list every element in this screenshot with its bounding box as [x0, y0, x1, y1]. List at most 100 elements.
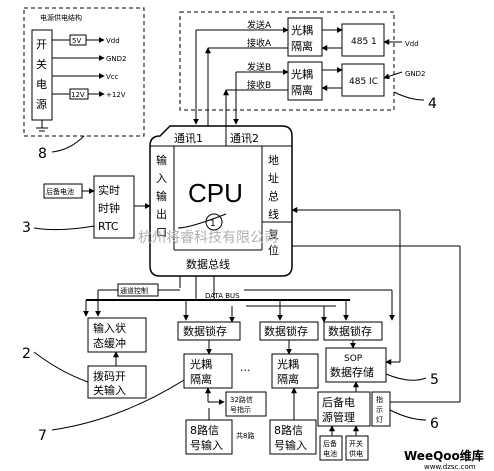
signal-input-right — [269, 419, 317, 455]
channels-32-label-2: 号指示 — [230, 405, 251, 414]
opto-isolator-b — [287, 61, 323, 101]
tx-b-label: 发送B — [247, 61, 271, 73]
cpu-io-char-2: 入 — [156, 172, 167, 185]
cpu-io-char-1: 输 — [156, 153, 167, 167]
cpu-port-1: 通讯1 — [174, 132, 203, 145]
cpu-title: CPU — [188, 178, 243, 208]
cpu-block: 通讯1 通讯2 输 入 输 出 口 地 址 总 线 复 位 CPU 1 数据总线 — [149, 125, 293, 277]
comm-dashed-frame — [179, 11, 395, 111]
opto-b-label-1: 光耦 — [291, 67, 313, 81]
channels-32-label-1: 32路信 — [230, 395, 253, 404]
cpu-addr-char-4: 线 — [268, 207, 279, 221]
input-side-group: 输入状 态缓冲 拨码开 关输入 — [87, 317, 147, 399]
rail-vcc-label: Vcc — [106, 73, 119, 81]
data-latch-1-label: 数据锁存 — [183, 324, 227, 338]
cpu-reset-char-2: 位 — [268, 243, 279, 257]
data-bus-label: DATA BUS — [205, 292, 240, 300]
data-latch-2-label: 数据锁存 — [264, 324, 308, 338]
cpu-reset-char-1: 复 — [268, 227, 279, 241]
regulator-12v-label: 12V — [71, 91, 85, 99]
switch-supply — [345, 435, 369, 461]
signal-left-label-2: 号输入 — [190, 438, 223, 452]
cpu-addr-char-1: 地 — [268, 154, 279, 167]
cpu-badge-label: 1 — [210, 219, 216, 229]
signal-right-label-2: 号输入 — [274, 438, 307, 452]
signal-right-label-1: 8路信 — [274, 424, 303, 437]
rs485-chip-2 — [341, 63, 385, 97]
backup-battery-label-2: 电池 — [323, 449, 337, 458]
opto-right-label-1: 光耦 — [277, 357, 299, 371]
backup-manager-label-2: 源管理 — [322, 410, 355, 424]
cpu-data-bus-label: 数据总线 — [186, 257, 230, 271]
power-supply-title: 电源供电结构 — [40, 13, 82, 22]
rtc-group: 后备电池 实时 时钟 RTC — [43, 175, 151, 239]
cpu-io-char-4: 出 — [156, 207, 167, 221]
input-buffer-label-1: 输入状 — [93, 321, 126, 335]
rail-vdd-label: Vdd — [106, 37, 120, 45]
callout-4: 4 — [428, 96, 437, 112]
callout-2: 2 — [22, 346, 31, 362]
tx-a-label: 发送A — [247, 19, 272, 31]
comm-isolation-group: 光耦 隔离 485 1 发送A 接收A 光耦 隔离 485 IC 发送B 接收B… — [179, 11, 426, 126]
cpu-badge — [205, 213, 223, 231]
rail-gnd2-label: GND2 — [106, 55, 127, 63]
opto-a-label-2: 隔离 — [291, 39, 313, 53]
channels-32-indicator — [225, 391, 267, 417]
sop-label-1: SOP — [344, 354, 363, 364]
switch-supply-label-2: 供电 — [349, 449, 363, 458]
data-latch-3-label: 数据锁存 — [328, 324, 372, 338]
latch-group: 数据锁存 数据锁存 数据锁存 — [177, 321, 383, 355]
dip-input-label-2: 关输入 — [93, 383, 126, 397]
rtc-label-1: 实时 — [98, 183, 120, 197]
callout-6: 6 — [430, 416, 439, 432]
total-channels-label: 共8路 — [236, 431, 254, 440]
rail-12v-label: +12V — [106, 91, 126, 99]
callout-7: 7 — [38, 428, 47, 444]
rx-a-label: 接收A — [247, 37, 272, 49]
indicator-char-3: 灯 — [376, 415, 383, 424]
rs485-chip-1-label: 485 1 — [351, 37, 377, 47]
callout-3: 3 — [22, 220, 31, 236]
bus-lines: 通道控制 DATA BUS — [83, 276, 395, 323]
switching-supply-char-1: 开 — [36, 38, 47, 51]
cpu-addr-char-2: 址 — [268, 171, 279, 185]
switching-supply-char-3: 电 — [36, 78, 47, 91]
indicator-char-1: 指 — [376, 395, 383, 404]
sop-label-2: 数据存储 — [330, 365, 374, 379]
switching-supply-char-4: 源 — [36, 97, 47, 111]
input-buffer-label-2: 态缓冲 — [93, 336, 126, 350]
signal-group: 32路信 号指示 8路信 号输入 共8路 8路信 号输入 — [185, 387, 317, 455]
backup-power-group: 后备电 源管理 指 示 灯 后备 电池 开关 供电 — [317, 391, 460, 461]
ellipsis-dots: ··· — [240, 364, 251, 377]
rs485-chip-2-label: 485 IC — [349, 77, 378, 87]
brand-url: www.dzsc.com — [424, 463, 476, 471]
cpu-io-char-5: 口 — [156, 226, 167, 239]
switching-supply-char-2: 关 — [36, 57, 47, 71]
cpu-io-char-3: 输 — [156, 189, 167, 203]
opto-left-label-1: 光耦 — [190, 357, 212, 371]
comm-gnd2-label: GND2 — [405, 70, 426, 78]
opto-left-label-2: 隔离 — [190, 372, 212, 386]
dip-input-label-1: 拨码开 — [93, 369, 126, 383]
indicator-lamp — [371, 391, 391, 427]
opto-b-label-2: 隔离 — [291, 83, 313, 97]
rtc-label-3: RTC — [98, 220, 119, 233]
callouts: 2 3 4 5 6 7 8 — [22, 91, 439, 444]
regulator-5v-label: 5V — [72, 37, 81, 45]
switch-supply-label-1: 开关 — [349, 439, 363, 448]
rx-b-label: 接收B — [247, 79, 271, 91]
opto-iso-group: 光耦 隔离 ··· 光耦 隔离 — [183, 353, 319, 389]
comm-vdd-label: Vdd — [405, 40, 419, 48]
backup-power-manager — [317, 391, 371, 427]
signal-left-label-1: 8路信 — [190, 424, 219, 437]
cpu-port-2: 通讯2 — [230, 132, 259, 145]
opto-a-label-1: 光耦 — [291, 23, 313, 37]
callout-8: 8 — [38, 146, 47, 162]
opto-right-label-2: 隔离 — [277, 372, 299, 386]
backup-manager-label-1: 后备电 — [322, 395, 355, 409]
cpu-outline — [149, 125, 293, 277]
backup-battery-label-1: 后备 — [323, 439, 337, 448]
indicator-char-2: 示 — [376, 406, 383, 414]
